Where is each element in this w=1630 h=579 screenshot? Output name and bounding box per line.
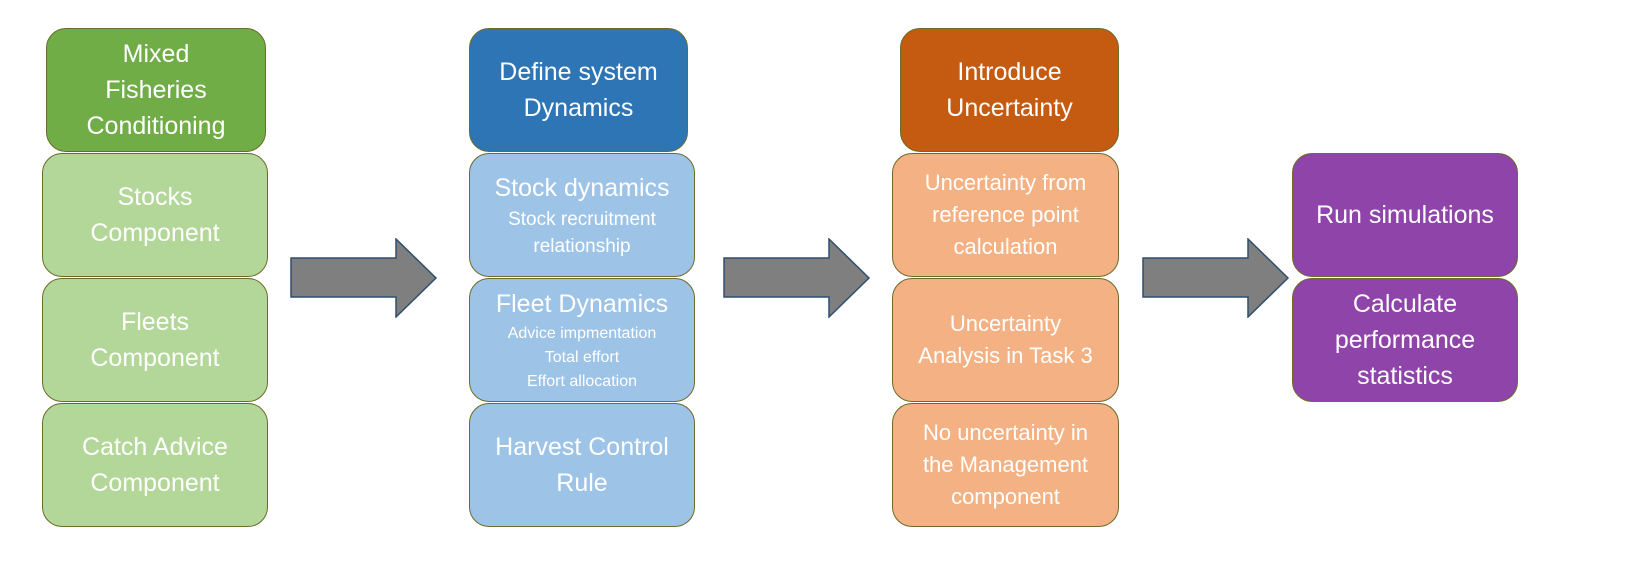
box-subline: Effort allocation xyxy=(527,373,637,390)
catch-advice-component-box: Catch Advice Component xyxy=(42,403,268,527)
define-system-dynamics-header: Define system Dynamics xyxy=(469,28,688,152)
box-line: component xyxy=(951,484,1060,509)
box-line: statistics xyxy=(1357,362,1453,390)
header-line: Fisheries xyxy=(105,76,207,104)
box-line: Uncertainty xyxy=(949,311,1062,336)
management-uncertainty-box: No uncertainty in the Management compone… xyxy=(892,403,1119,527)
box-line: Run simulations xyxy=(1316,201,1494,229)
stocks-component-box: Stocks Component xyxy=(42,153,268,277)
box-subline: relationship xyxy=(533,236,631,257)
box-line: performance xyxy=(1334,326,1476,354)
reference-point-uncertainty-box: Uncertainty from reference point calcula… xyxy=(892,153,1119,277)
header-line: Introduce xyxy=(957,58,1062,86)
box-line: Component xyxy=(90,219,220,247)
box-line: Analysis in Task 3 xyxy=(918,343,1093,368)
stock-dynamics-box: Stock dynamics Stock recruitment relatio… xyxy=(469,153,695,277)
box-line: Uncertainty from xyxy=(924,170,1087,195)
mixed-fisheries-conditioning-header: Mixed Fisheries Conditioning xyxy=(46,28,266,152)
header-line: Define system xyxy=(499,58,658,86)
box-line: Catch Advice xyxy=(82,433,228,461)
fleets-component-box: Fleets Component xyxy=(42,278,268,402)
introduce-uncertainty-header: Introduce Uncertainty xyxy=(900,28,1119,152)
right-arrow-icon xyxy=(290,238,438,318)
run-simulations-box: Run simulations xyxy=(1292,153,1518,277)
right-arrow-icon xyxy=(1142,238,1290,318)
harvest-control-rule-box: Harvest Control Rule xyxy=(469,403,695,527)
box-line: the Management xyxy=(922,452,1089,477)
box-line: Calculate xyxy=(1352,290,1458,318)
box-title: Fleet Dynamics xyxy=(495,290,669,318)
box-title: Stock dynamics xyxy=(494,174,670,202)
header-line: Uncertainty xyxy=(946,94,1073,122)
box-line: Harvest Control xyxy=(495,433,669,461)
box-line: Component xyxy=(90,344,220,372)
fleet-dynamics-box: Fleet Dynamics Advice impmentation Total… xyxy=(469,278,695,402)
box-line: Component xyxy=(90,469,220,497)
header-line: Dynamics xyxy=(523,94,634,122)
uncertainty-analysis-box: Uncertainty Analysis in Task 3 xyxy=(892,278,1119,402)
box-line: Fleets xyxy=(120,308,190,336)
box-subline: Total effort xyxy=(544,349,620,366)
box-line: Stocks xyxy=(117,183,193,211)
box-subline: Stock recruitment xyxy=(508,209,656,230)
right-arrow-icon xyxy=(723,238,871,318)
box-subline: Advice impmentation xyxy=(507,325,657,342)
header-line: Conditioning xyxy=(86,112,226,140)
calculate-performance-statistics-box: Calculate performance statistics xyxy=(1292,278,1518,402)
box-line: Rule xyxy=(556,469,608,497)
header-line: Mixed xyxy=(122,40,190,68)
box-line: No uncertainty in xyxy=(922,420,1089,445)
box-line: reference point xyxy=(932,202,1079,227)
box-line: calculation xyxy=(953,234,1058,259)
